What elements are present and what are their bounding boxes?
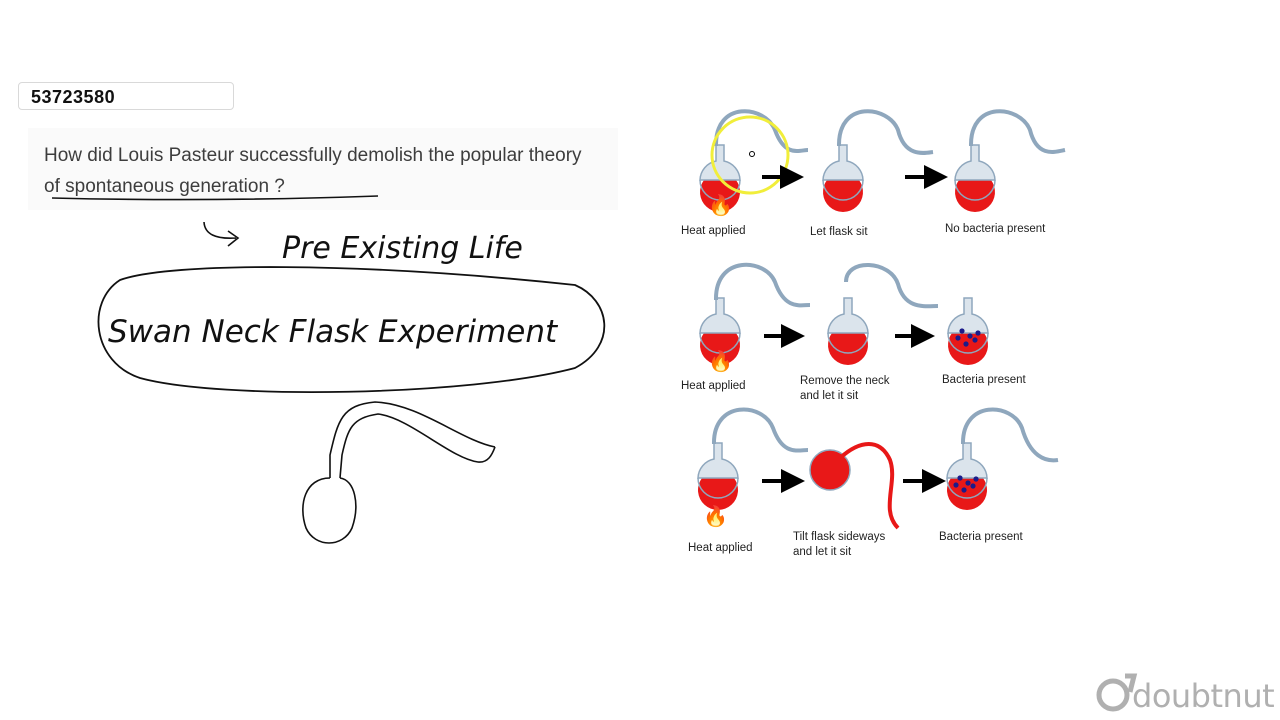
row3-flask2-tilted — [809, 442, 900, 530]
label-row3-step1: Heat applied — [688, 542, 753, 554]
highlight-circle — [710, 115, 790, 195]
row1-flask3 — [954, 109, 1066, 213]
label-row3-step2: Tilt flask sideways and let it sit — [793, 531, 886, 558]
fire-icon: 🔥 — [708, 193, 733, 217]
fire-icon: 🔥 — [703, 504, 728, 528]
question-text: How did Louis Pasteur successfully demol… — [44, 145, 582, 197]
underline-stroke — [51, 195, 379, 201]
cursor-dot — [749, 151, 755, 157]
label-row1-step1: Heat applied — [681, 225, 746, 237]
question-id: 53723580 — [18, 82, 234, 110]
question-box: How did Louis Pasteur successfully demol… — [28, 128, 618, 210]
circled-oval — [97, 266, 606, 393]
row1-flask2 — [822, 109, 934, 213]
label-row2-step2: Remove the neck and let it sit — [800, 375, 890, 402]
label-row1-step2: Let flask sit — [810, 226, 868, 238]
row2-flask2 — [827, 263, 939, 366]
row3-flask3 — [946, 407, 1059, 511]
handwritten-note-pre-existing-life: Pre Existing Life — [282, 231, 523, 266]
label-row2-step3: Bacteria present — [942, 374, 1026, 386]
handwritten-note-swan-neck: Swan Neck Flask Experiment — [108, 314, 559, 350]
brand-wordmark: doubtnut — [1132, 677, 1275, 715]
fire-icon: 🔥 — [708, 349, 733, 373]
sketch-flask — [302, 401, 496, 544]
arrow-stroke — [203, 221, 240, 247]
row2-flask1 — [699, 262, 811, 366]
row2-flask3 — [947, 297, 989, 366]
label-row2-step1: Heat applied — [681, 380, 746, 392]
label-row3-step3: Bacteria present — [939, 531, 1023, 543]
label-row1-step3: No bacteria present — [945, 223, 1046, 235]
row3-flask1 — [697, 407, 809, 511]
